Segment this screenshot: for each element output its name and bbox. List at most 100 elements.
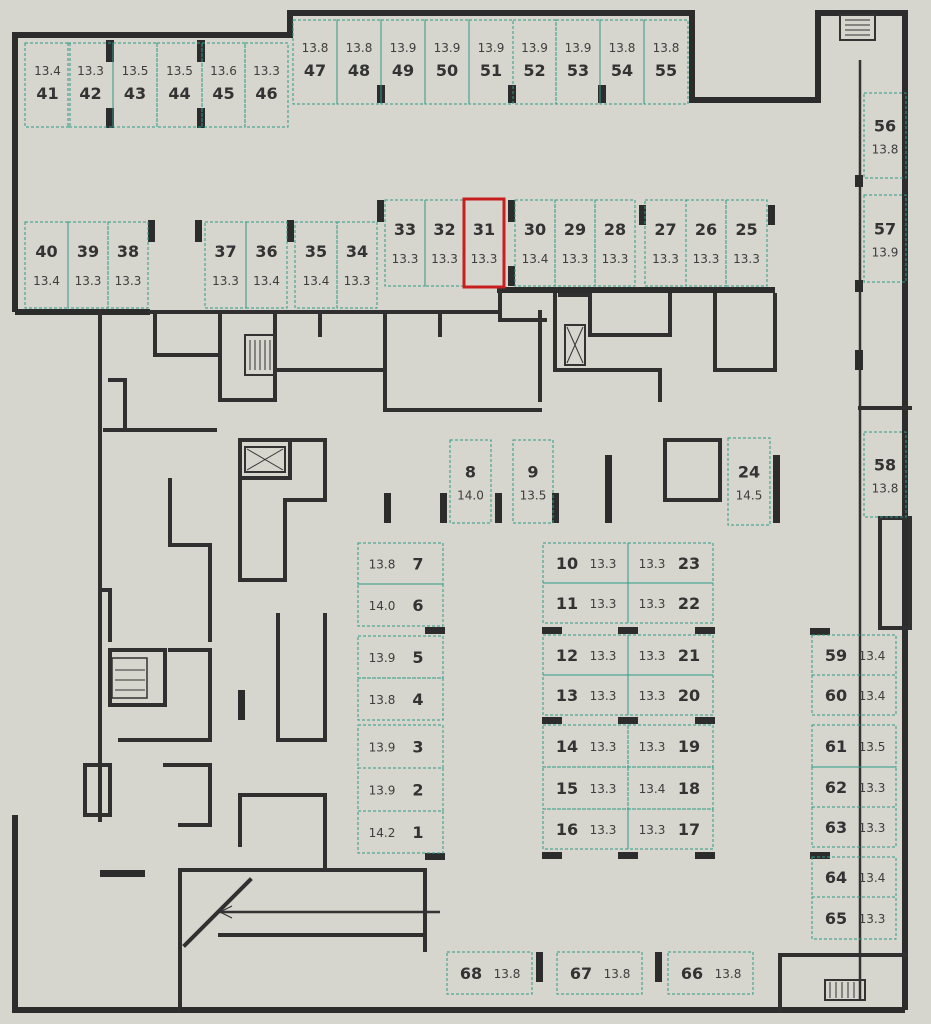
spot-area: 13.3 [652,252,679,266]
spot-number: 51 [480,61,502,80]
spot-area: 13.3 [115,274,142,288]
parking-spot-2[interactable]: 213.9 [357,767,444,812]
spot-number: 23 [678,554,700,573]
spot-outline [685,199,727,287]
spot-area: 13.3 [590,557,617,571]
spot-area: 13.4 [859,649,886,663]
spot-number: 17 [678,820,700,839]
parking-spot-5[interactable]: 513.9 [357,635,444,679]
spot-outline [811,806,897,848]
parking-spot-6[interactable]: 614.0 [357,583,444,627]
spot-outline [245,221,288,309]
parking-spot-62[interactable]: 62 13.3 [811,766,897,808]
spot-number: 36 [255,242,277,261]
parking-spot-7[interactable]: 713.8 [357,542,444,585]
spot-outline [727,437,771,526]
parking-spot-1[interactable]: 114.2 [357,810,444,854]
spot-outline [24,221,69,309]
spot-area: 13.3 [859,781,886,795]
spot-area: 13.8 [715,967,742,981]
spot-number: 24 [738,463,760,482]
spot-number: 14 [556,737,578,756]
parking-spot-4[interactable]: 413.8 [357,677,444,721]
spot-area: 14.2 [369,826,396,840]
parking-spot-8[interactable]: 814.0 [449,439,492,524]
spot-area: 13.3 [639,689,666,703]
spot-area: 14.0 [457,489,484,503]
spot-number: 2 [412,781,423,800]
parking-spot-3[interactable]: 313.9 [357,724,444,769]
stairs-and-lifts [111,14,876,1001]
spot-number: 62 [825,778,847,797]
spot-number: 64 [825,868,847,887]
spot-area: 13.3 [77,64,104,78]
spot-number: 15 [556,779,578,798]
spot-area: 13.3 [639,740,666,754]
spot-number: 47 [304,61,326,80]
parking-spot-9[interactable]: 913.5 [512,439,554,524]
spot-area: 13.3 [590,649,617,663]
spot-number: 53 [567,61,589,80]
spot-outline [863,431,907,518]
spot-number: 21 [678,646,700,665]
